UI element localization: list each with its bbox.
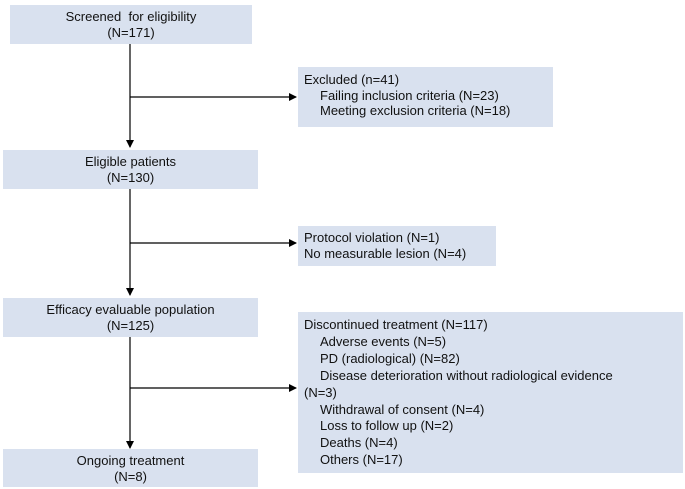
excluded-box: Excluded (n=41) Failing inclusion criter…	[298, 67, 553, 127]
efficacy-title: Efficacy evaluable population	[46, 302, 215, 317]
discontinued-item: Loss to follow up (N=2)	[320, 418, 454, 434]
excluded-item: Meeting exclusion criteria (N=18)	[320, 103, 511, 118]
removed-item: Protocol violation (N=1)	[304, 230, 440, 245]
discontinued-item-continuation: (N=3)	[304, 384, 337, 400]
eligible-count: (N=130)	[106, 169, 155, 185]
discontinued-item: Deaths (N=4)	[320, 435, 398, 451]
eligible-box: Eligible patients (N=130)	[3, 150, 258, 189]
discontinued-item: Withdrawal of consent (N=4)	[320, 401, 485, 417]
discontinued-item: Disease deterioration without radiologic…	[320, 367, 613, 383]
discontinued-item: PD (radiological) (N=82)	[320, 350, 460, 366]
discontinued-header: Discontinued treatment (N=117)	[304, 317, 488, 332]
discontinued-item: Others (N=17)	[320, 452, 403, 468]
removed-item: No measurable lesion (N=4)	[304, 245, 467, 261]
screened-title: Screened for eligibility	[65, 9, 197, 24]
eligible-title: Eligible patients	[84, 154, 177, 169]
ongoing-box: Ongoing treatment (N=8)	[3, 449, 258, 487]
efficacy-count: (N=125)	[106, 317, 155, 333]
ongoing-title: Ongoing treatment	[76, 453, 185, 468]
excluded-header: Excluded (n=41)	[304, 72, 400, 87]
discontinued-box: Discontinued treatment (N=117) Adverse e…	[298, 312, 683, 473]
removed-box: Protocol violation (N=1) No measurable l…	[298, 226, 496, 266]
screened-count: (N=171)	[107, 24, 155, 40]
excluded-item: Failing inclusion criteria (N=23)	[320, 87, 499, 103]
discontinued-item: Adverse events (N=5)	[320, 333, 447, 349]
ongoing-count: (N=8)	[114, 468, 147, 484]
screened-box: Screened for eligibility (N=171)	[10, 5, 252, 44]
efficacy-box: Efficacy evaluable population (N=125)	[3, 298, 258, 337]
